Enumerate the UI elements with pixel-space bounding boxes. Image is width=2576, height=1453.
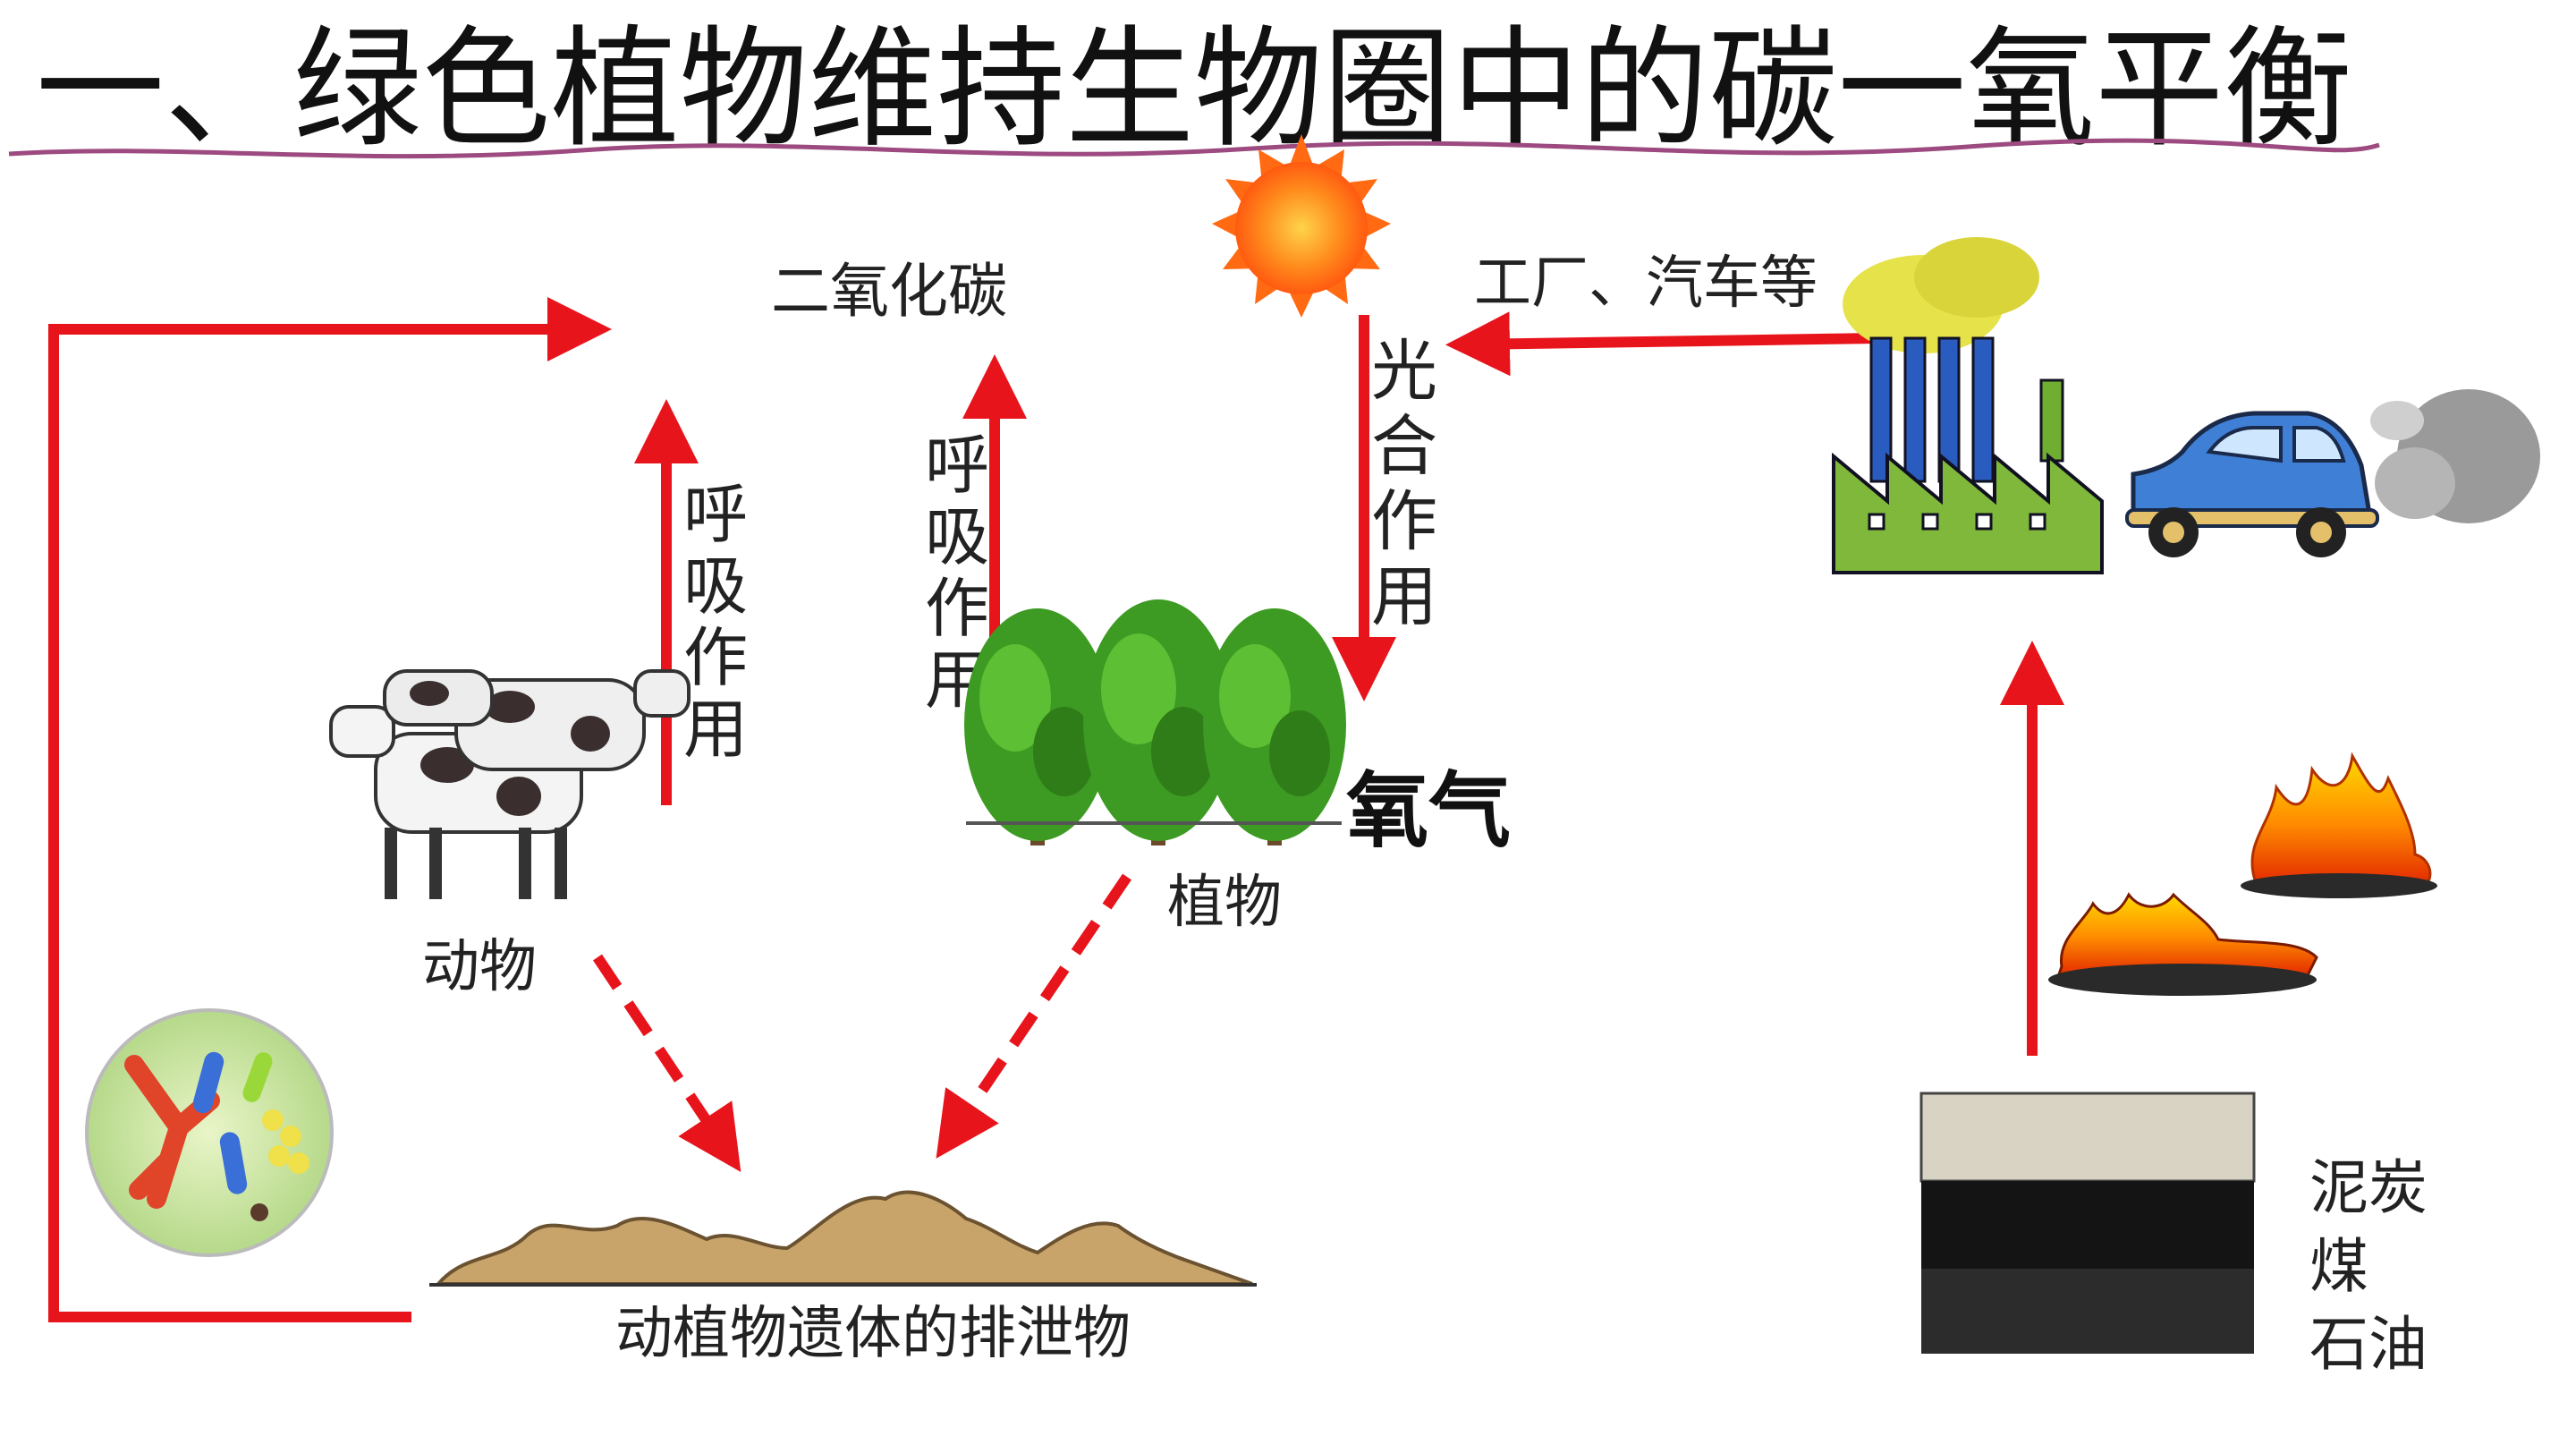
remains-label: 动植物遗体的排泄物 — [615, 1301, 1131, 1367]
peat-label: 泥炭 — [2309, 1153, 2428, 1222]
fuel-layers-icon — [1921, 1093, 2254, 1354]
remains-pile-icon — [429, 1193, 1257, 1285]
plant-to-remains-arrow — [948, 877, 1127, 1141]
car-icon — [2127, 413, 2377, 557]
oil-label: 石油 — [2309, 1310, 2428, 1379]
factory-icon — [1834, 237, 2102, 573]
factories-label: 工厂、汽车等 — [1474, 251, 1818, 317]
co2-label: 二氧化碳 — [771, 257, 1007, 326]
animal-respiration-label: 呼吸作用 — [683, 477, 748, 767]
coal-label: 煤 — [2309, 1232, 2368, 1301]
animals-label: 动物 — [422, 934, 537, 1000]
plants-label: 植物 — [1167, 870, 1282, 936]
oxygen-label: 氧气 — [1346, 763, 1511, 859]
microbes-icon — [87, 1010, 332, 1255]
fire-icon — [2048, 756, 2437, 996]
animal-to-remains-arrow — [597, 957, 729, 1154]
trees-icon — [964, 599, 1346, 845]
exhaust-smoke-icon — [2370, 389, 2540, 523]
emission-arrow — [1467, 338, 1878, 344]
cows-icon — [331, 671, 689, 899]
photosynthesis-label: 光合作用 — [1371, 333, 1437, 635]
